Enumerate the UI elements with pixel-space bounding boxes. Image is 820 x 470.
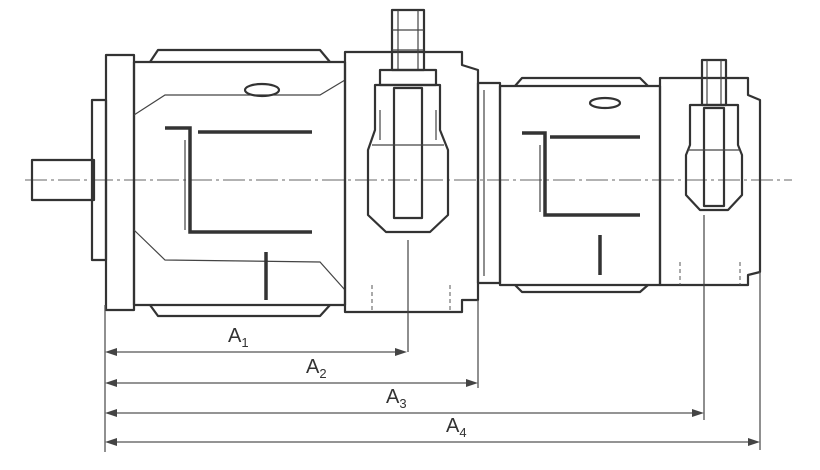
- dimension-label: A2: [306, 356, 327, 381]
- pressure-valve-1: [366, 8, 450, 234]
- arrowhead-icon: [105, 409, 117, 417]
- front-housing: [132, 60, 347, 307]
- adapter-ring: [476, 81, 502, 285]
- arrowhead-icon: [692, 409, 704, 417]
- port-oval-1: [243, 82, 281, 98]
- pressure-valve-2: [684, 58, 744, 212]
- arrowhead-icon: [105, 438, 117, 446]
- dimension-label: A3: [386, 386, 407, 411]
- dimension-label: A4: [446, 415, 467, 440]
- arrowhead-icon: [395, 348, 407, 356]
- arrowhead-icon: [105, 348, 117, 356]
- dimension-a4: A4: [105, 415, 760, 446]
- front-endcap: [343, 50, 480, 314]
- rear-housing: [498, 84, 662, 287]
- arrowhead-icon: [466, 379, 478, 387]
- pump-body: [30, 48, 762, 420]
- port-oval-2: [588, 96, 622, 110]
- dimension-a3: A3: [105, 386, 704, 417]
- dimension-a1: A1: [105, 325, 407, 356]
- dimension-label: A1: [228, 325, 249, 350]
- front-flange: [104, 53, 136, 312]
- dimension-a2: A2: [105, 356, 478, 387]
- arrowhead-icon: [748, 438, 760, 446]
- shaft: [30, 158, 96, 202]
- arrowhead-icon: [105, 379, 117, 387]
